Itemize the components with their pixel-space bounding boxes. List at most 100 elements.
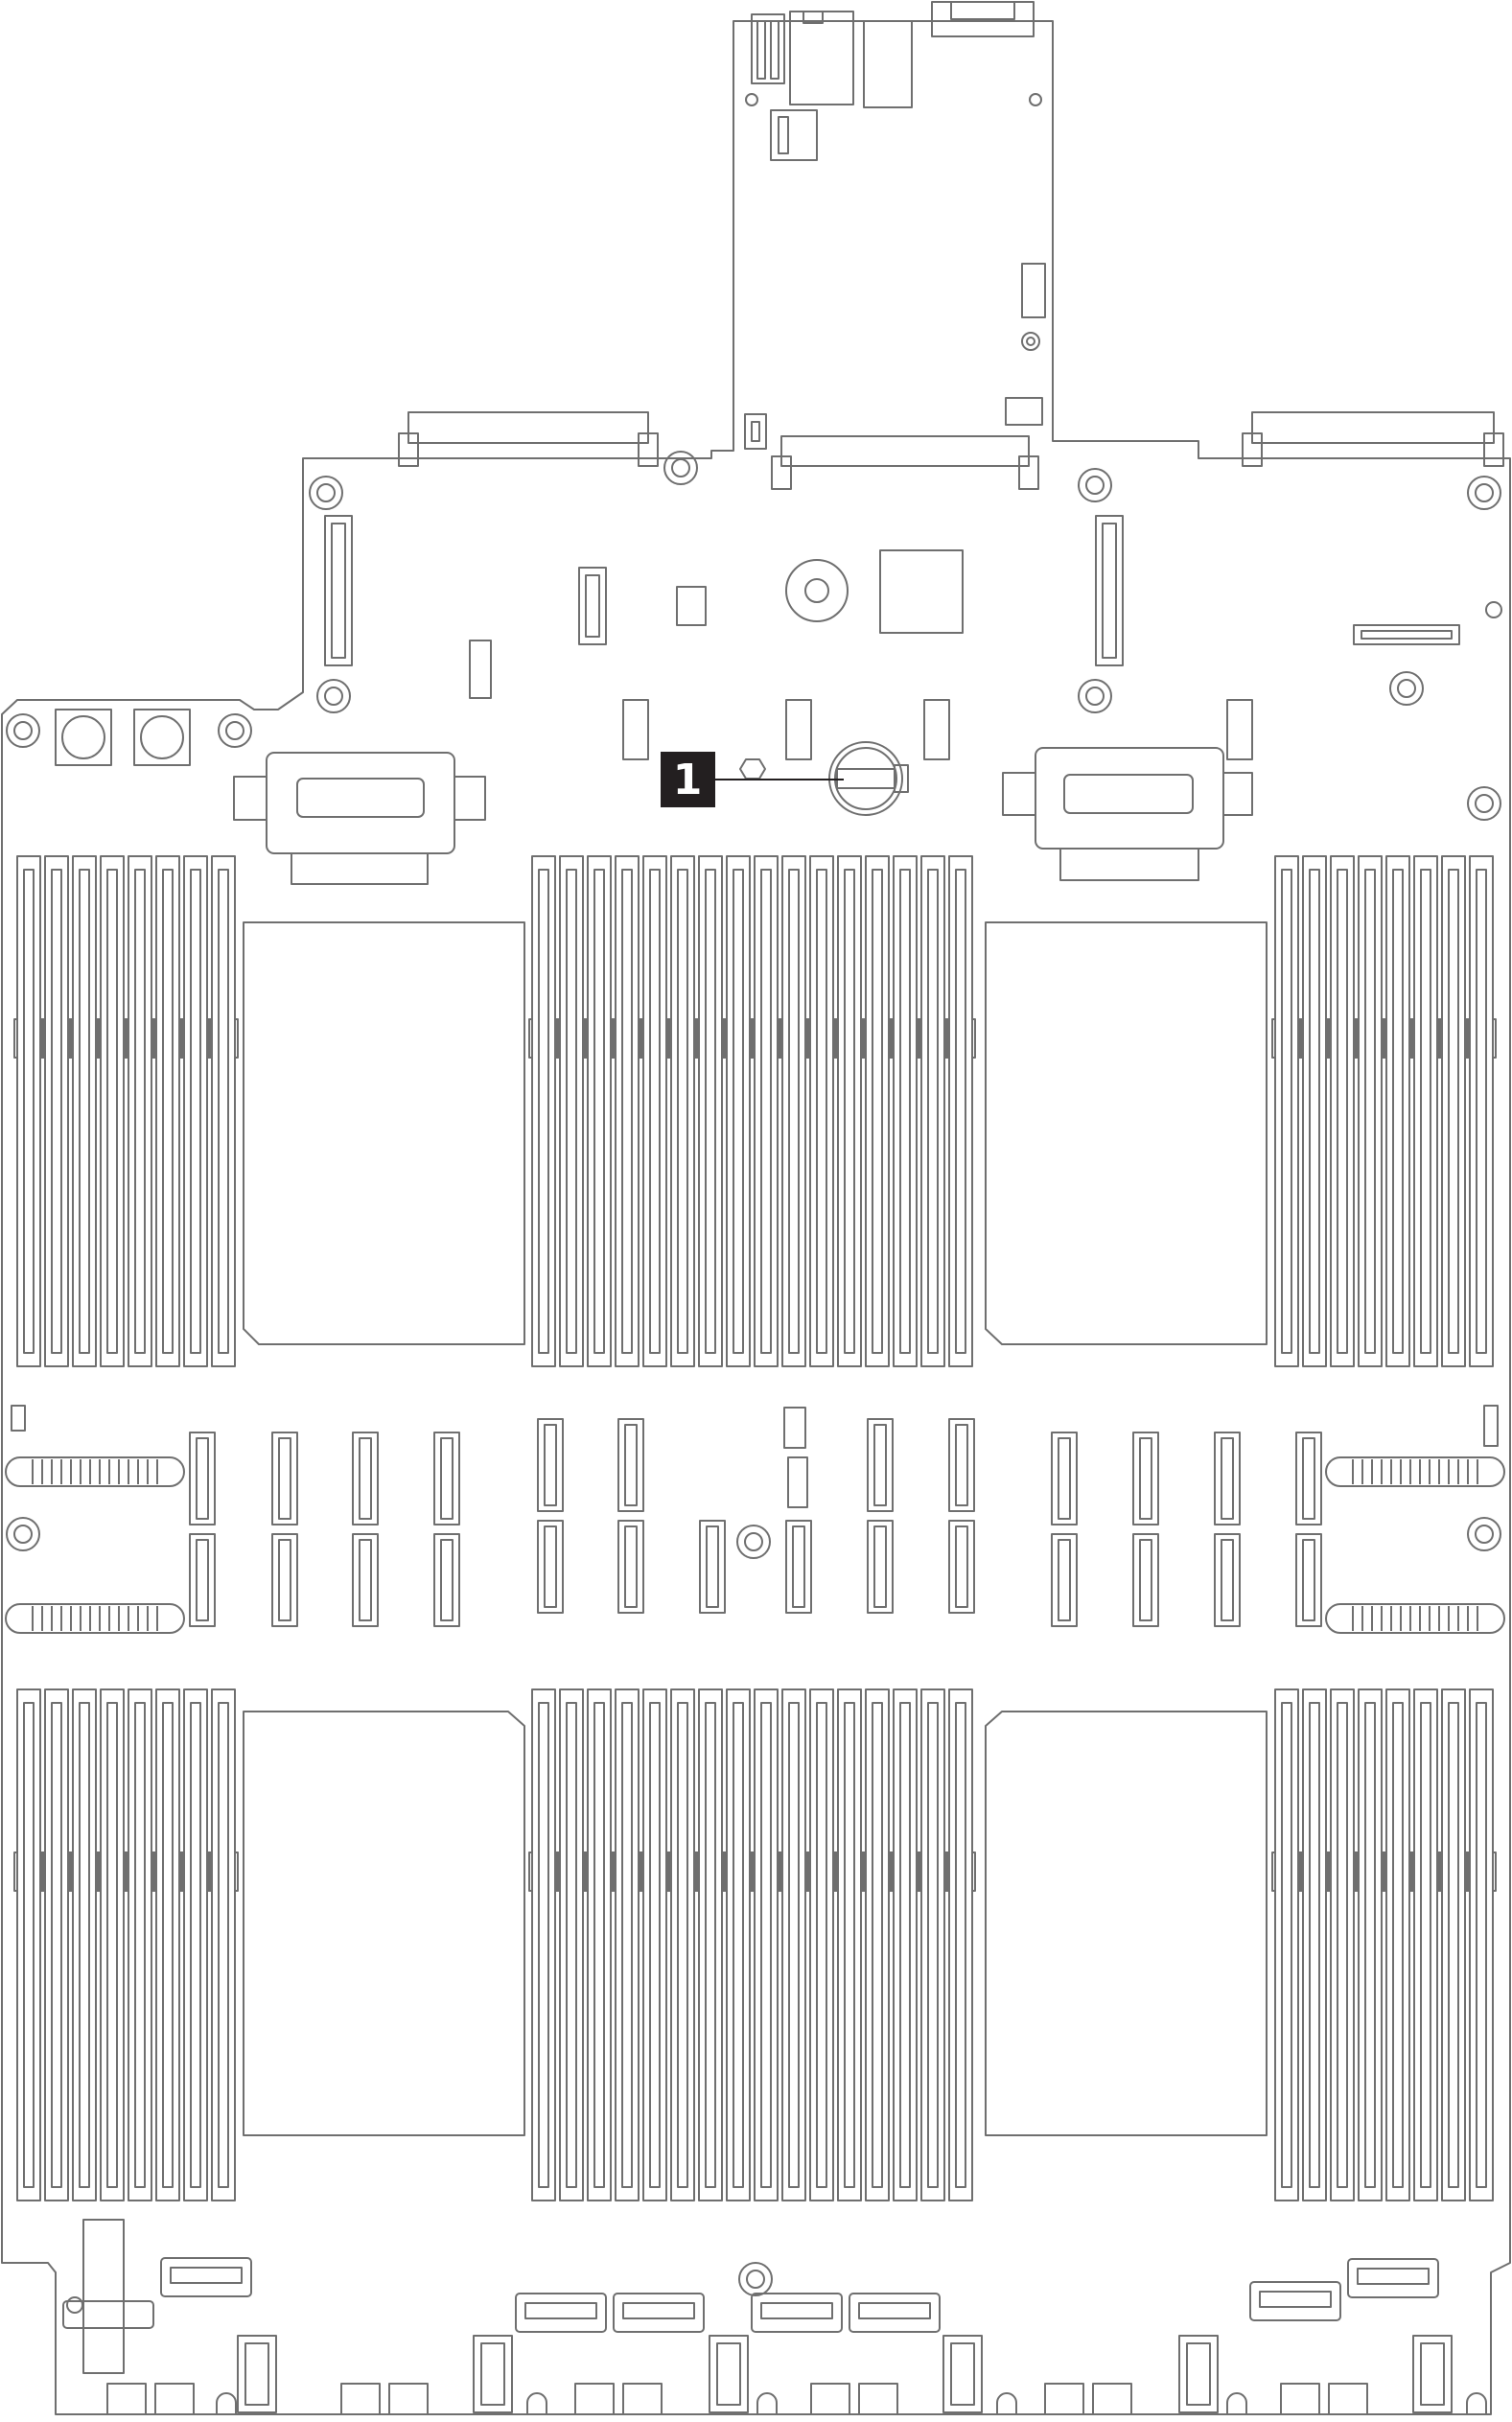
screw-hole: [6, 713, 40, 748]
pcie-connector-slot: [624, 1525, 638, 1608]
memory-slot-channel: [1281, 1702, 1292, 2188]
board-notch: [216, 2392, 237, 2414]
memory-slot-latch: [918, 1018, 922, 1059]
pcie-connector: [271, 1533, 298, 1627]
pcie-connector: [699, 1520, 726, 1614]
memory-slot-latch: [695, 1851, 700, 1892]
connector: [787, 1456, 808, 1508]
middle-connector-rails: [5, 1456, 1505, 1634]
memory-slot-latch: [918, 1851, 922, 1892]
riser-connector-foot: [1242, 432, 1263, 467]
memory-slot: [670, 1688, 695, 2201]
pcie-connector: [1132, 1432, 1159, 1525]
memory-slot-channel: [1309, 1702, 1320, 2188]
screw-hole-inner: [324, 687, 343, 706]
memory-slot-channel: [190, 1702, 201, 2188]
riser-connector-foot: [1018, 455, 1039, 490]
memory-slot-latch: [180, 1018, 185, 1059]
memory-slot: [44, 1688, 69, 2201]
memory-slot-channel: [816, 1702, 827, 2188]
memory-slot: [128, 855, 152, 1367]
bracket-screw: [785, 559, 849, 622]
memory-slot: [781, 855, 806, 1367]
memory-slot-latch: [69, 1018, 74, 1059]
pcie-connector-slot: [359, 1539, 372, 1621]
memory-slot-latch: [695, 1018, 700, 1059]
board-notch: [756, 2392, 778, 2414]
memory-slot-channel: [51, 869, 62, 1354]
memory-slot-channel: [218, 869, 229, 1354]
memory-slot: [1469, 855, 1494, 1367]
pcie-connector-slot: [792, 1525, 805, 1608]
memory-slot-latch: [667, 1018, 672, 1059]
callout-1-box: [661, 752, 715, 807]
memory-slot-latch: [723, 1018, 728, 1059]
pcie-connector: [189, 1432, 216, 1525]
standoff: [739, 758, 766, 780]
memory-slot-latch: [69, 1851, 74, 1892]
processor-area: [985, 921, 1268, 1345]
memory-slot: [587, 1688, 612, 2201]
screw-hole: [218, 713, 252, 748]
memory-slot: [754, 1688, 779, 2201]
memory-slot-latch: [1410, 1018, 1415, 1059]
memory-slot-channel: [566, 1702, 577, 2188]
memory-slot-latch: [1355, 1851, 1360, 1892]
memory-slot-channel: [788, 869, 800, 1354]
memory-slot: [809, 1688, 834, 2201]
memory-slot: [1358, 1688, 1383, 2201]
memory-slot-latch: [1355, 1018, 1360, 1059]
board-notch: [1466, 2392, 1487, 2414]
memory-slot: [155, 855, 180, 1367]
pcie-connector-slot: [1221, 1437, 1234, 1520]
memory-slot-latch: [528, 1018, 533, 1059]
memory-slot: [1441, 855, 1466, 1367]
memory-slot-latch: [234, 1018, 239, 1059]
memory-slot-channel: [79, 1702, 90, 2188]
riser-connector-foot: [398, 432, 419, 467]
memory-slot-channel: [566, 869, 577, 1354]
pcie-connector: [1214, 1432, 1241, 1525]
pcie-connector: [617, 1418, 644, 1512]
memory-slot: [128, 1688, 152, 2201]
memory-slot-channel: [1337, 1702, 1348, 2188]
memory-slot-latch: [528, 1851, 533, 1892]
memory-slot: [837, 1688, 862, 2201]
memory-slot: [893, 1688, 918, 2201]
memory-slot-channel: [1476, 869, 1487, 1354]
memory-slot-latch: [556, 1851, 561, 1892]
screw-hole-inner: [1475, 1525, 1494, 1544]
memory-slot: [1302, 1688, 1327, 2201]
pcie-connector-slot: [1058, 1437, 1071, 1520]
pcie-connector-slot: [544, 1525, 557, 1608]
memory-slot: [865, 855, 890, 1367]
memory-slot-latch: [556, 1018, 561, 1059]
screw-hole: [316, 679, 351, 713]
memory-slot-channel: [927, 869, 939, 1354]
pcie-connector-slot: [544, 1424, 557, 1506]
memory-slot-channel: [733, 1702, 744, 2188]
memory-slot-channel: [955, 869, 966, 1354]
screw-hole-inner: [1085, 687, 1105, 706]
power-connector-pin: [61, 715, 105, 759]
memory-slot-channel: [872, 869, 883, 1354]
memory-slot: [1302, 855, 1327, 1367]
pcie-connector-slot: [196, 1437, 209, 1520]
pcie-connector: [433, 1533, 460, 1627]
memory-slot-latch: [862, 1018, 867, 1059]
connector: [783, 1407, 806, 1449]
memory-slot: [1358, 855, 1383, 1367]
pcie-connector-slot: [1139, 1539, 1152, 1621]
memory-slot: [44, 855, 69, 1367]
memory-slot: [865, 1688, 890, 2201]
memory-slot-latch: [152, 1018, 157, 1059]
memory-slot: [1469, 1688, 1494, 2201]
memory-slot-channel: [1309, 869, 1320, 1354]
top-area-components: [11, 515, 1499, 1447]
screw-hole-inner: [1397, 679, 1416, 698]
memory-slot: [642, 1688, 667, 2201]
riser-connector-foot: [771, 455, 792, 490]
memory-slot-latch: [208, 1018, 213, 1059]
memory-slot-latch: [1327, 1851, 1332, 1892]
memory-slot: [948, 1688, 973, 2201]
